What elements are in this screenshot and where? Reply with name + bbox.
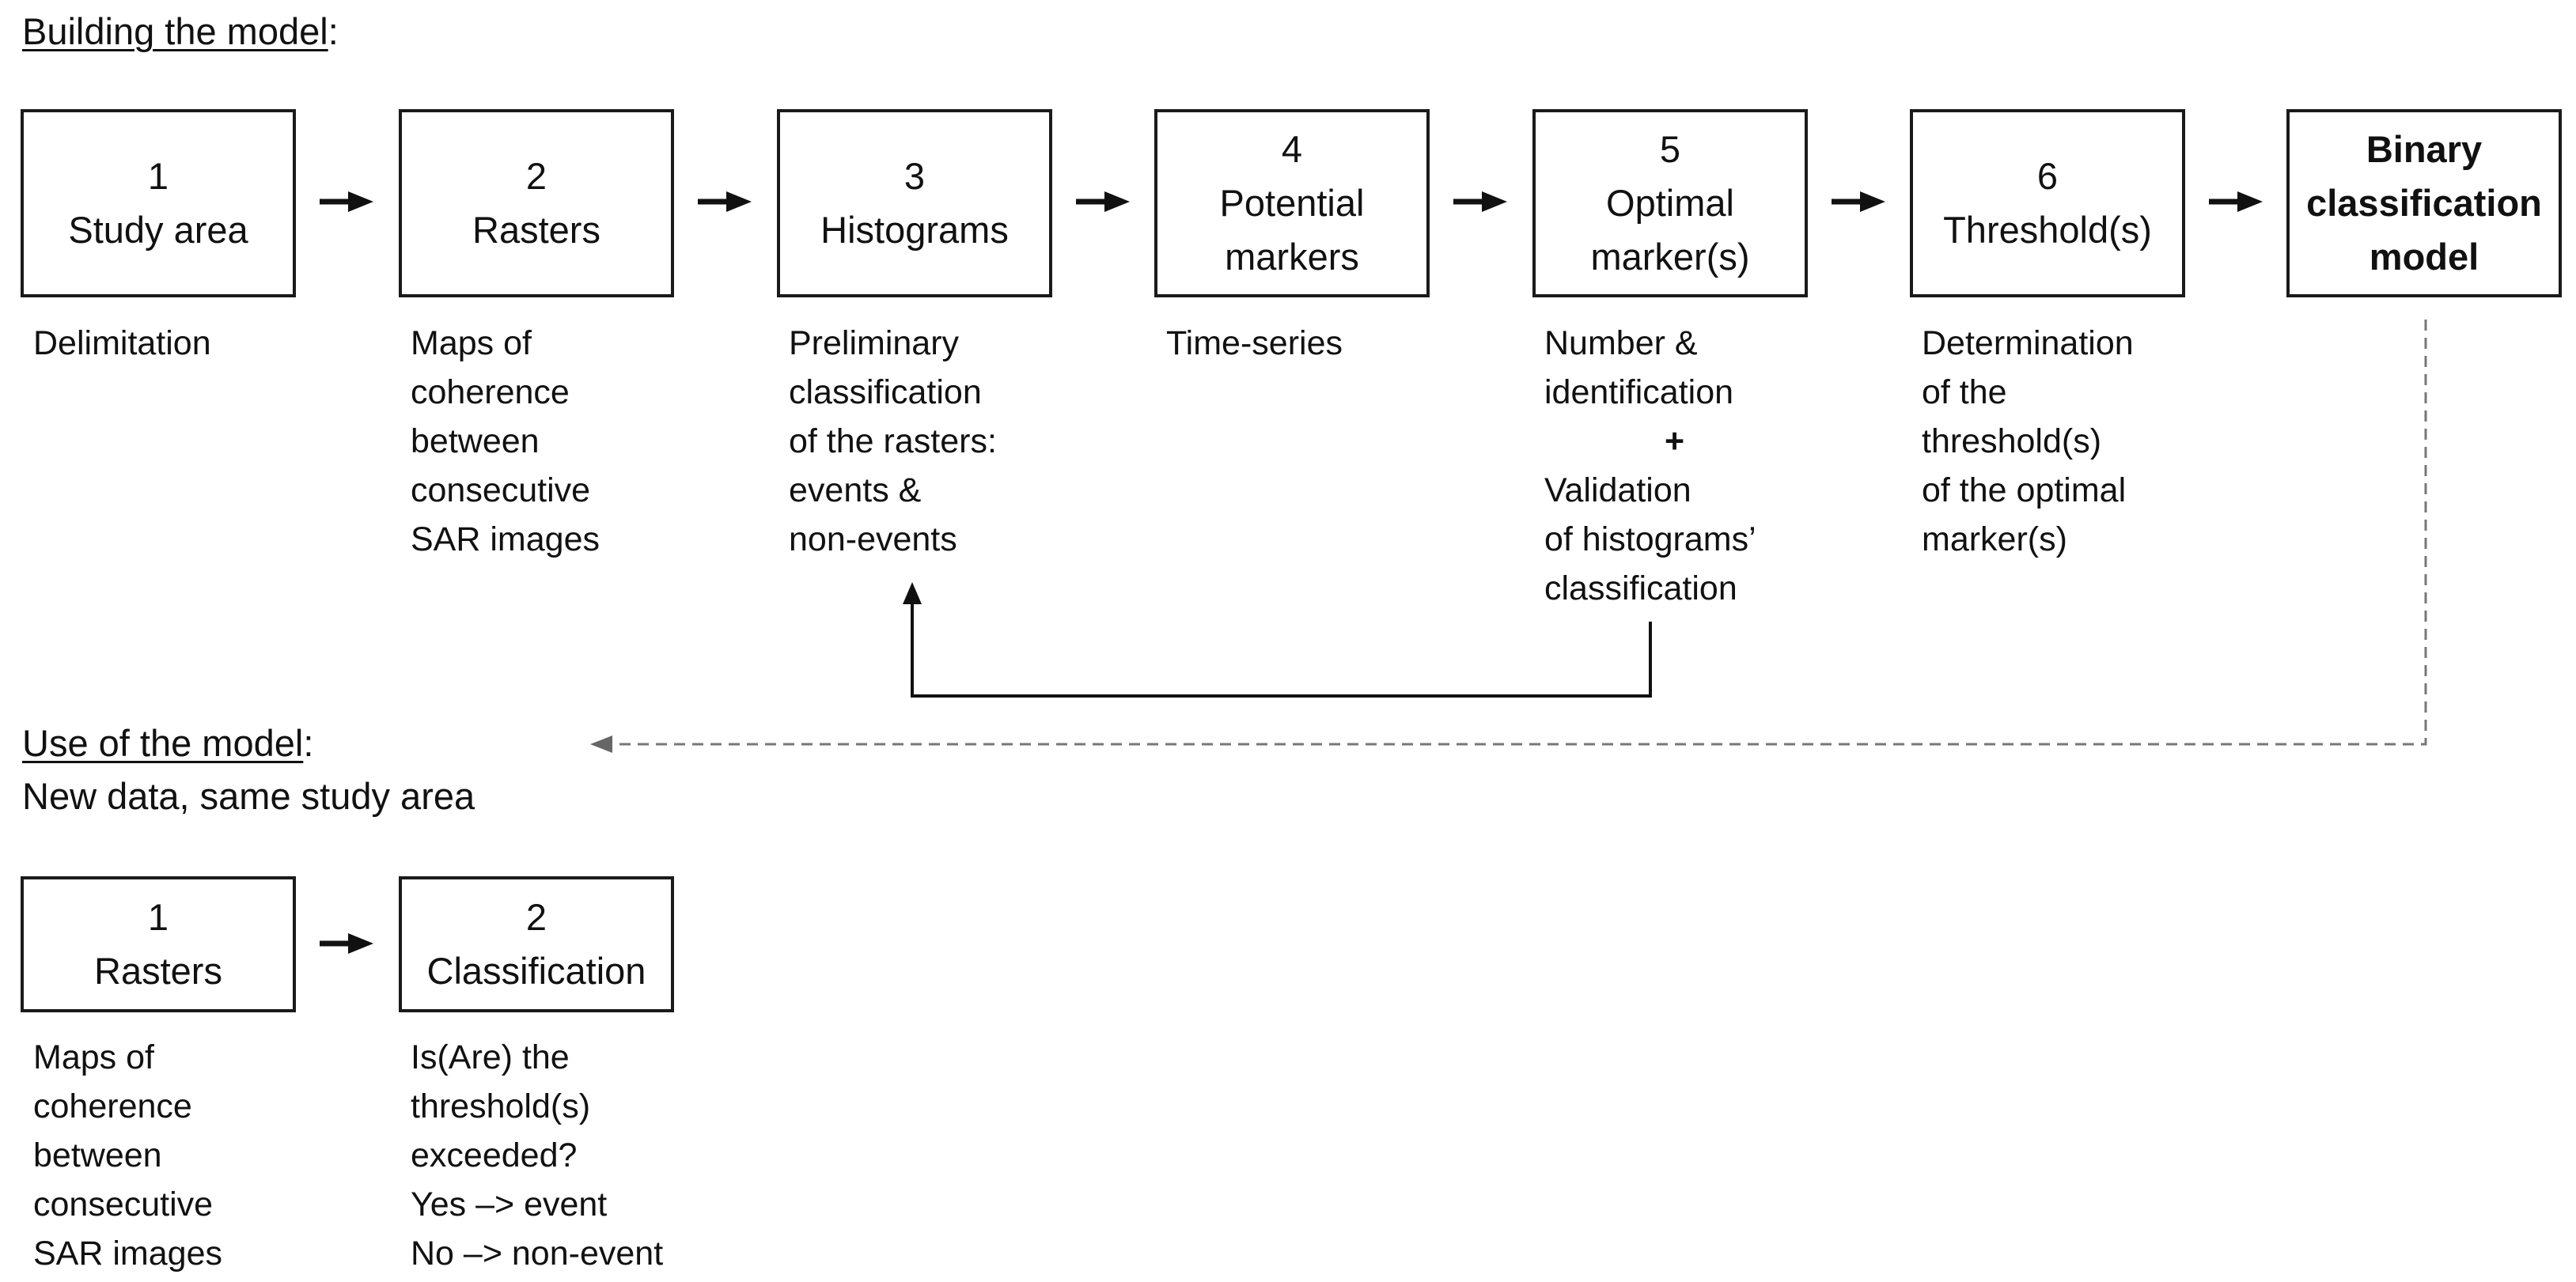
step-name: Histograms [820,209,1009,251]
step-name: Rasters [472,209,600,251]
step-name: Threshold(s) [1943,209,2152,251]
step-name: Potential markers [1219,182,1365,278]
use-step-box-rasters: 1 Rasters [21,876,296,1012]
step-number: 1 [147,896,169,938]
step-description: Preliminary classification of the raster… [789,324,997,558]
building-title-colon: : [328,10,339,52]
step-number: 6 [2036,155,2059,197]
step-description-a: Number & identification [1544,324,1734,411]
final-model-name: Binary classification model [2306,128,2542,278]
step-name: Classification [426,950,646,992]
model-application-dashed-arrow [590,320,2427,753]
use-section-title: Use of the model: [22,720,313,767]
step-number: 3 [903,155,926,197]
step-number: 1 [147,155,169,197]
step-name: Study area [68,209,248,251]
step-number: 4 [1281,128,1303,170]
building-section-title: Building the model: [22,8,339,55]
use-section-subtitle: New data, same study area [22,775,475,817]
step-box-rasters: 2 Rasters [399,109,674,297]
step-box-optimal-markers: 5 Optimal marker(s) [1532,109,1808,297]
flow-arrow [1832,191,1885,212]
step-number: 2 [525,896,547,938]
step-number: 5 [1659,128,1681,170]
step-box-study-area: 1 Study area [21,109,296,297]
step-number: 2 [525,155,547,197]
step-description-b: Validation of histograms’ classification [1544,471,1756,607]
flow-arrow [1453,191,1507,212]
step-name: Rasters [94,950,222,992]
flow-arrow [1076,191,1130,212]
use-title-colon: : [303,722,314,764]
flow-arrow [2209,191,2263,212]
building-title-text: Building the model [22,10,328,52]
use-title-text: Use of the model [22,722,304,764]
use-step-description: Is(Are) the threshold(s) exceeded? Yes –… [411,1038,664,1273]
use-step-description: Maps of coherence between consecutive SA… [33,1038,222,1273]
step-description: Time-series [1166,324,1343,362]
flow-arrow [320,933,373,954]
flow-arrow [320,191,373,212]
step-name: Optimal marker(s) [1590,182,1750,278]
flow-arrow [698,191,752,212]
step-box-thresholds: 6 Threshold(s) [1910,109,2185,297]
final-box-binary-model: Binary classification model [2286,109,2562,297]
step-description: Determination of the threshold(s) of the… [1922,324,2134,558]
use-step-box-classification: 2 Classification [399,876,674,1012]
step-description: Delimitation [33,324,211,362]
step-box-histograms: 3 Histograms [777,109,1052,297]
step-description: Maps of coherence between consecutive SA… [411,324,600,558]
step-box-potential-markers: 4 Potential markers [1154,109,1430,297]
feedback-loop-arrow [903,582,1652,698]
plus-sign: + [1665,422,1685,460]
